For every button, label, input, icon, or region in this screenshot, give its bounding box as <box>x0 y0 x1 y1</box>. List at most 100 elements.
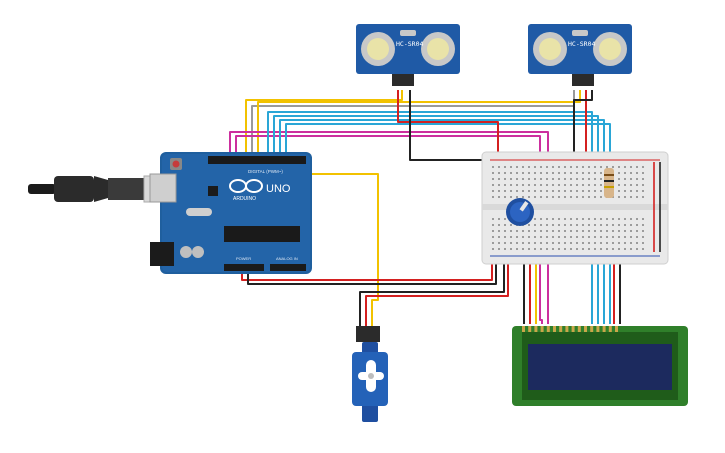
breadboard-hole <box>510 230 512 232</box>
lcd-pin <box>596 326 600 332</box>
wire-black-gnd <box>247 262 497 285</box>
potentiometer[interactable] <box>506 198 534 226</box>
breadboard-hole <box>558 166 560 168</box>
breadboard-hole <box>510 172 512 174</box>
breadboard-hole <box>516 166 518 168</box>
breadboard-hole <box>546 248 548 250</box>
breadboard-hole <box>630 242 632 244</box>
breadboard-hole <box>492 196 494 198</box>
breadboard-hole <box>492 184 494 186</box>
breadboard-hole <box>498 230 500 232</box>
resistor <box>604 168 614 198</box>
servo-motor[interactable] <box>352 326 388 422</box>
breadboard-hole <box>618 248 620 250</box>
breadboard-hole <box>534 166 536 168</box>
breadboard-hole <box>492 218 494 220</box>
breadboard-hole <box>630 166 632 168</box>
breadboard-hole <box>558 242 560 244</box>
breadboard-hole <box>630 230 632 232</box>
breadboard-hole <box>642 224 644 226</box>
breadboard-hole <box>624 196 626 198</box>
breadboard-hole <box>630 172 632 174</box>
breadboard-hole <box>600 184 602 186</box>
breadboard-hole <box>612 248 614 250</box>
servo-horn <box>358 360 384 392</box>
breadboard-hole <box>588 230 590 232</box>
breadboard-hole <box>570 230 572 232</box>
breadboard-hole <box>600 224 602 226</box>
breadboard-hole <box>642 196 644 198</box>
breadboard-hole <box>618 242 620 244</box>
breadboard-hole <box>540 178 542 180</box>
breadboard-hole <box>582 184 584 186</box>
breadboard-hole <box>528 184 530 186</box>
breadboard-hole <box>636 236 638 238</box>
breadboard-hole <box>636 184 638 186</box>
breadboard-hole <box>618 196 620 198</box>
breadboard-hole <box>528 178 530 180</box>
lcd-pin <box>522 326 525 332</box>
breadboard-hole <box>510 248 512 250</box>
breadboard-hole <box>540 172 542 174</box>
breadboard-hole <box>558 190 560 192</box>
breadboard-hole <box>636 218 638 220</box>
breadboard-hole <box>552 236 554 238</box>
arduino-uno-board[interactable]: DIGITAL (PWM~) ARDUINO UNO POWER ANALOG … <box>149 152 312 274</box>
breadboard-hole <box>498 184 500 186</box>
digital-header <box>208 156 306 164</box>
breadboard-hole <box>600 230 602 232</box>
breadboard-hole <box>498 190 500 192</box>
breadboard-hole <box>510 196 512 198</box>
breadboard-hole <box>498 172 500 174</box>
breadboard-hole <box>594 172 596 174</box>
breadboard-hole <box>624 184 626 186</box>
wire-black-sensor-left <box>409 90 494 161</box>
breadboard[interactable] <box>481 151 669 265</box>
breadboard-hole <box>636 224 638 226</box>
breadboard-hole <box>576 242 578 244</box>
breadboard-hole <box>546 242 548 244</box>
breadboard-hole <box>546 166 548 168</box>
breadboard-hole <box>546 230 548 232</box>
breadboard-hole <box>600 248 602 250</box>
breadboard-hole <box>540 218 542 220</box>
breadboard-hole <box>492 236 494 238</box>
breadboard-hole <box>576 196 578 198</box>
breadboard-hole <box>498 166 500 168</box>
breadboard-hole <box>522 184 524 186</box>
lcd-16x2[interactable] <box>512 326 688 406</box>
breadboard-hole <box>618 236 620 238</box>
breadboard-hole <box>624 242 626 244</box>
breadboard-hole <box>588 196 590 198</box>
ultrasonic-sensor-right[interactable]: HC-SR04 <box>528 24 632 86</box>
breadboard-hole <box>522 172 524 174</box>
breadboard-hole <box>600 166 602 168</box>
breadboard-hole <box>600 190 602 192</box>
breadboard-hole <box>516 178 518 180</box>
wire-magenta-lcd-2 <box>539 240 543 324</box>
breadboard-hole <box>576 190 578 192</box>
breadboard-hole <box>498 218 500 220</box>
breadboard-holes <box>492 166 644 250</box>
breadboard-hole <box>624 166 626 168</box>
breadboard-hole <box>564 218 566 220</box>
breadboard-hole <box>534 172 536 174</box>
breadboard-hole <box>564 224 566 226</box>
breadboard-hole <box>594 190 596 192</box>
breadboard-hole <box>582 166 584 168</box>
breadboard-hole <box>624 224 626 226</box>
analog-label: ANALOG IN <box>276 256 298 261</box>
ultrasonic-sensor-left[interactable]: HC-SR04 <box>356 24 460 86</box>
breadboard-hole <box>612 166 614 168</box>
breadboard-hole <box>546 236 548 238</box>
breadboard-hole <box>582 190 584 192</box>
breadboard-hole <box>582 230 584 232</box>
breadboard-hole <box>588 172 590 174</box>
breadboard-hole <box>576 230 578 232</box>
breadboard-hole <box>630 184 632 186</box>
breadboard-hole <box>606 218 608 220</box>
breadboard-hole <box>522 196 524 198</box>
breadboard-hole <box>564 178 566 180</box>
breadboard-hole <box>576 248 578 250</box>
breadboard-hole <box>588 248 590 250</box>
